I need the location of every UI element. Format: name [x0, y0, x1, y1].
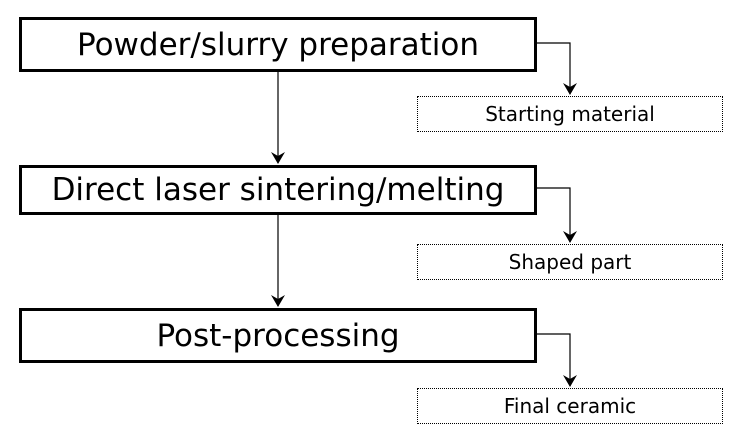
output-label: Starting material: [485, 102, 655, 126]
process-step-label: Direct laser sintering/melting: [51, 172, 505, 208]
output-shaped-part: Shaped part: [417, 244, 723, 280]
process-step-post-processing: Post-processing: [19, 308, 537, 363]
process-step-laser-sintering: Direct laser sintering/melting: [19, 165, 537, 215]
output-arrow-2: [537, 187, 577, 243]
process-step-powder-preparation: Powder/slurry preparation: [19, 17, 537, 72]
output-arrow-1: [537, 42, 577, 95]
output-label: Shaped part: [508, 250, 632, 274]
output-final-ceramic: Final ceramic: [417, 388, 723, 424]
output-label: Final ceramic: [503, 394, 637, 418]
output-starting-material: Starting material: [417, 96, 723, 132]
process-step-label: Powder/slurry preparation: [76, 26, 480, 63]
process-step-label: Post-processing: [156, 317, 400, 354]
output-arrow-3: [537, 333, 577, 387]
